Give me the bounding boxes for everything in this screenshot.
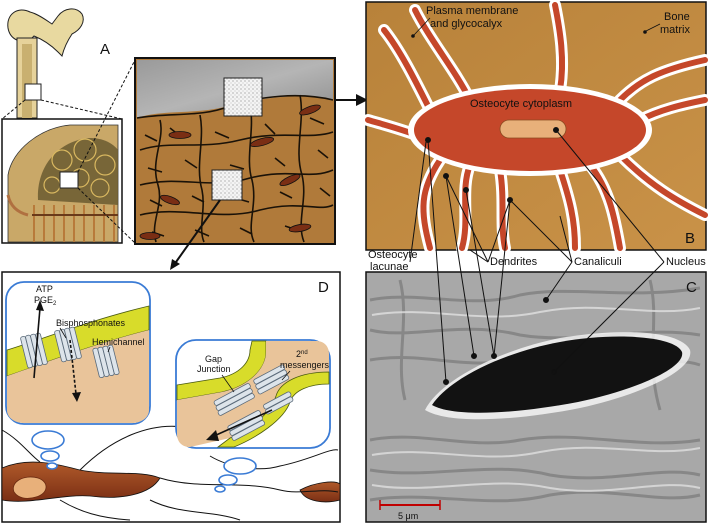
tissue-zoom-box-d bbox=[211, 169, 243, 201]
arrow-to-d bbox=[170, 199, 221, 270]
femur-zoom-box bbox=[24, 83, 42, 101]
plasma-membrane-label: Plasma membrane bbox=[426, 5, 518, 17]
messenger-arrow bbox=[213, 409, 273, 437]
panel-label-b: B bbox=[685, 230, 695, 247]
nucleus-label: Nucleus bbox=[666, 256, 706, 268]
panel-label-a: A bbox=[100, 41, 110, 58]
panel-label-d: D bbox=[318, 279, 329, 296]
scale-label: 5 μm bbox=[398, 511, 418, 521]
cytoplasm-label: Osteocyte cytoplasm bbox=[470, 98, 572, 110]
cross-section-zoom-box bbox=[59, 171, 79, 189]
panel-a: A bbox=[1, 8, 336, 245]
leader-lines bbox=[409, 127, 665, 385]
canaliculi-label: Canaliculi bbox=[574, 256, 622, 268]
cell-tissue bbox=[1, 425, 341, 521]
junction-label: Junction bbox=[197, 364, 231, 374]
panel-c: 5 μm C bbox=[365, 271, 707, 523]
hemichannel-label: Hemichannel bbox=[92, 337, 145, 347]
hemichannel-shape bbox=[92, 344, 120, 379]
messengers-label: messengers bbox=[280, 360, 330, 370]
nucleus-shape bbox=[499, 119, 567, 139]
lacunae-label-2: lacunae bbox=[370, 261, 409, 273]
bone-matrix-label-2: matrix bbox=[660, 24, 690, 36]
second-messengers-label: 2nd bbox=[296, 349, 308, 359]
glycocalyx-label: and glycocalyx bbox=[430, 18, 503, 30]
lacunae-label: Osteocyte bbox=[368, 249, 418, 261]
panel-b: Osteocyte cytoplasm Plasma membrane and … bbox=[362, 0, 709, 254]
bone-matrix-label: Bone bbox=[664, 11, 690, 23]
efflux-arrow bbox=[33, 307, 41, 379]
dendrites-label: Dendrites bbox=[490, 256, 538, 268]
panel-d: ATP PGE2 Bisphosphonates Hemichannel bbox=[1, 271, 341, 523]
influx-arrow bbox=[69, 339, 77, 395]
panel-label-c: C bbox=[686, 279, 697, 296]
bubble-tail-left bbox=[31, 430, 65, 470]
label-row: Osteocyte lacunae Dendrites Canaliculi N… bbox=[368, 249, 706, 273]
lacuna-dark bbox=[432, 336, 683, 413]
dendrite-processes bbox=[365, 2, 708, 251]
gap-label: Gap bbox=[205, 354, 222, 364]
membrane-bubble-right: Gap Junction 2nd messengers bbox=[175, 339, 331, 449]
tissue-box bbox=[134, 57, 336, 245]
femur-drawing bbox=[7, 8, 84, 119]
bisphosphonates-label: Bisphosphonates bbox=[56, 318, 126, 328]
gap-junction-channels bbox=[213, 364, 294, 441]
bubble-tail-right bbox=[214, 457, 257, 493]
pge-label: PGE2 bbox=[34, 295, 57, 307]
connexin-channel-2 bbox=[54, 326, 82, 363]
tissue-zoom-box-b bbox=[223, 77, 263, 117]
arrow-to-b bbox=[335, 94, 368, 106]
membrane-bubble-left: ATP PGE2 Bisphosphonates Hemichannel bbox=[5, 281, 151, 425]
cross-section-box bbox=[1, 118, 123, 244]
atp-label: ATP bbox=[36, 284, 53, 294]
